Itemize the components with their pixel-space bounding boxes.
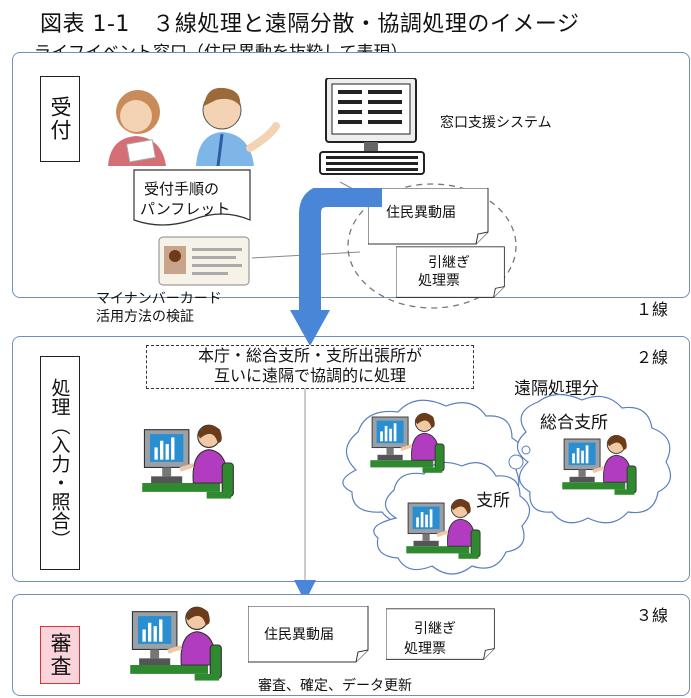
remote-worker-1-icon: [368, 411, 446, 475]
review-doc1-label: 住民異動届: [264, 627, 334, 643]
reception-doc2-line2: 処理票: [418, 273, 460, 289]
reception-doc2-line1: 引継ぎ: [428, 255, 470, 271]
coordination-note-line1: 本庁・総合支所・支所出張所が: [197, 346, 422, 365]
pamphlet-line1: 受付手順の: [144, 180, 220, 198]
line-1-label: １線: [636, 300, 669, 319]
window-system-label: 窓口支援システム: [440, 115, 552, 131]
mynumber-line1: マイナンバーカード: [96, 291, 222, 307]
main-office-worker-icon: [140, 418, 240, 508]
coordination-note: 本庁・総合支所・支所出張所が 互いに遠隔で協調的に処理: [146, 345, 474, 389]
processing-label: 処理（入力・照合）: [40, 356, 80, 570]
page-title: 図表 1-1 ３線処理と遠隔分散・協調処理のイメージ: [40, 12, 580, 37]
reception-label-text: 受付: [48, 96, 72, 142]
documents-circle: [347, 183, 517, 309]
general-branch-label: 総合支所: [540, 413, 608, 433]
pamphlet-line2: パンフレット: [140, 200, 231, 218]
review-label-text: 審査: [48, 632, 72, 678]
mynumber-card-icon: [158, 236, 250, 286]
line-3-label: ３線: [636, 606, 669, 625]
review-doc2-line2: 処理票: [404, 641, 446, 657]
review-worker-icon: [128, 600, 228, 690]
line-2-label: ２線: [636, 348, 669, 367]
remote-processing-label: 遠隔処理分: [514, 379, 599, 399]
general-branch-worker-icon: [560, 433, 638, 497]
reception-doc1-label: 住民異動届: [386, 205, 456, 221]
reception-label: 受付: [40, 76, 80, 162]
branch-label: 支所: [476, 491, 510, 511]
processing-label-text: 処理（入力・照合）: [48, 377, 71, 549]
mynumber-line2: 活用方法の検証: [96, 309, 194, 325]
pamphlet-shape: [133, 169, 251, 226]
branch-worker-icon: [404, 497, 482, 561]
review-label: 審査: [40, 626, 80, 684]
coordination-note-line2: 互いに遠隔で協調的に処理: [213, 366, 406, 385]
flow-arrow-1-to-2: [290, 188, 382, 346]
review-caption: 審査、確定、データ更新: [258, 678, 412, 694]
staff-icon: [108, 87, 280, 166]
flow-line-2-to-3: [294, 388, 316, 602]
review-doc2-line1: 引継ぎ: [414, 621, 456, 637]
window-system-computer-icon: [319, 78, 425, 175]
